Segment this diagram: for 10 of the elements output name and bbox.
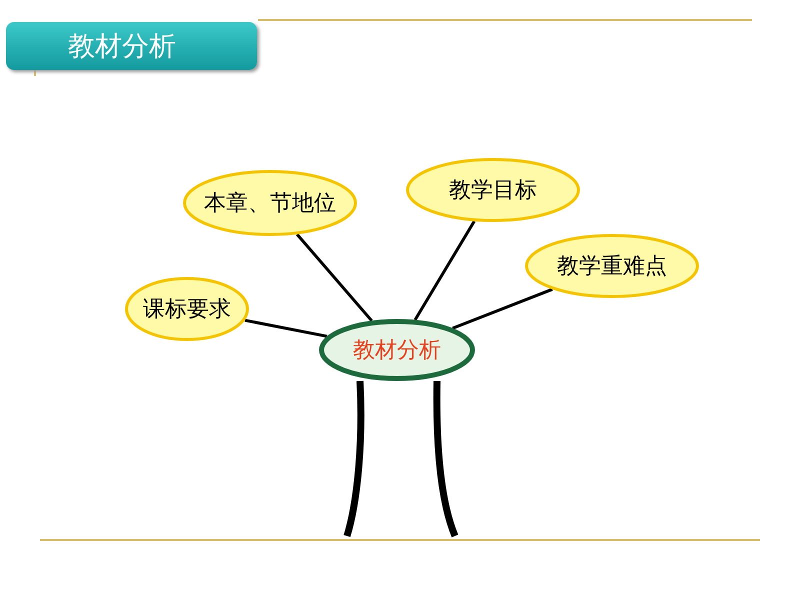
connector-line [414,220,476,321]
node-label: 课标要求 [143,296,231,324]
node-label: 教学重难点 [557,253,667,281]
connector-line [296,233,373,322]
node-label: 教材分析 [353,337,441,365]
title-tab: 教材分析 [6,22,257,70]
node-label: 本章、节地位 [204,190,336,218]
node-label: 教学目标 [449,177,537,205]
connector-line [244,318,328,338]
connector-line [452,288,553,330]
